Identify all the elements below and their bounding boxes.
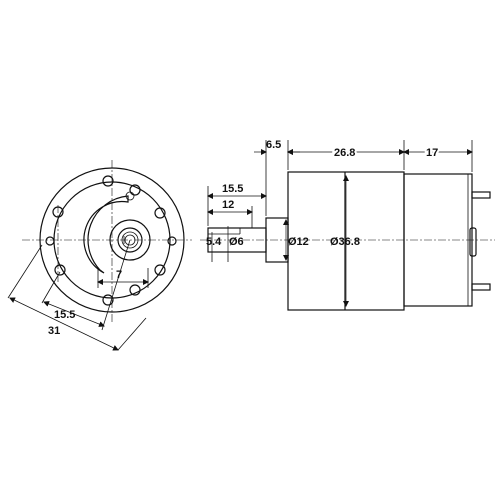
front-view: 7 15.5 31 xyxy=(7,160,192,351)
terminal-bottom xyxy=(471,283,491,291)
outer-dim-label: 31 xyxy=(48,325,60,337)
outer-ext-left xyxy=(7,244,43,299)
outer-dim-line xyxy=(9,297,119,351)
outer-ext-right xyxy=(117,317,147,351)
bolt-hole-left-lower xyxy=(54,264,66,276)
shaft-dia-label: Ø6 xyxy=(229,236,244,248)
bolt-hole-right-lower xyxy=(154,264,166,276)
end-bushing xyxy=(469,227,477,257)
body-dia-label: Ø36.8 xyxy=(330,236,360,248)
shaft-len-label: 15.5 xyxy=(222,183,243,195)
bolt-hole-bottom-right xyxy=(129,284,141,296)
flange-len-label: 6.5 xyxy=(266,139,281,151)
flat-len-label: 12 xyxy=(222,199,234,211)
body-len-label: 26.8 xyxy=(334,147,355,159)
terminal-top xyxy=(471,191,491,199)
bolt-hole-right xyxy=(167,236,177,246)
bolt-hole-right-upper xyxy=(154,207,166,219)
side-view: Ø36.8 Ø12 5.4 Ø6 15.5 12 6.5 26.8 1 xyxy=(200,139,495,311)
inner-dim-label: 15.5 xyxy=(54,309,75,321)
arc-slot xyxy=(83,195,129,274)
bolt-hole-left xyxy=(45,236,55,246)
boss-dia-label: Ø12 xyxy=(288,236,309,248)
bolt-hole-top-right xyxy=(129,184,141,196)
rear-len-label: 17 xyxy=(426,147,438,159)
flat-label: 5.4 xyxy=(206,236,222,248)
bolt-hole-top xyxy=(102,175,114,187)
